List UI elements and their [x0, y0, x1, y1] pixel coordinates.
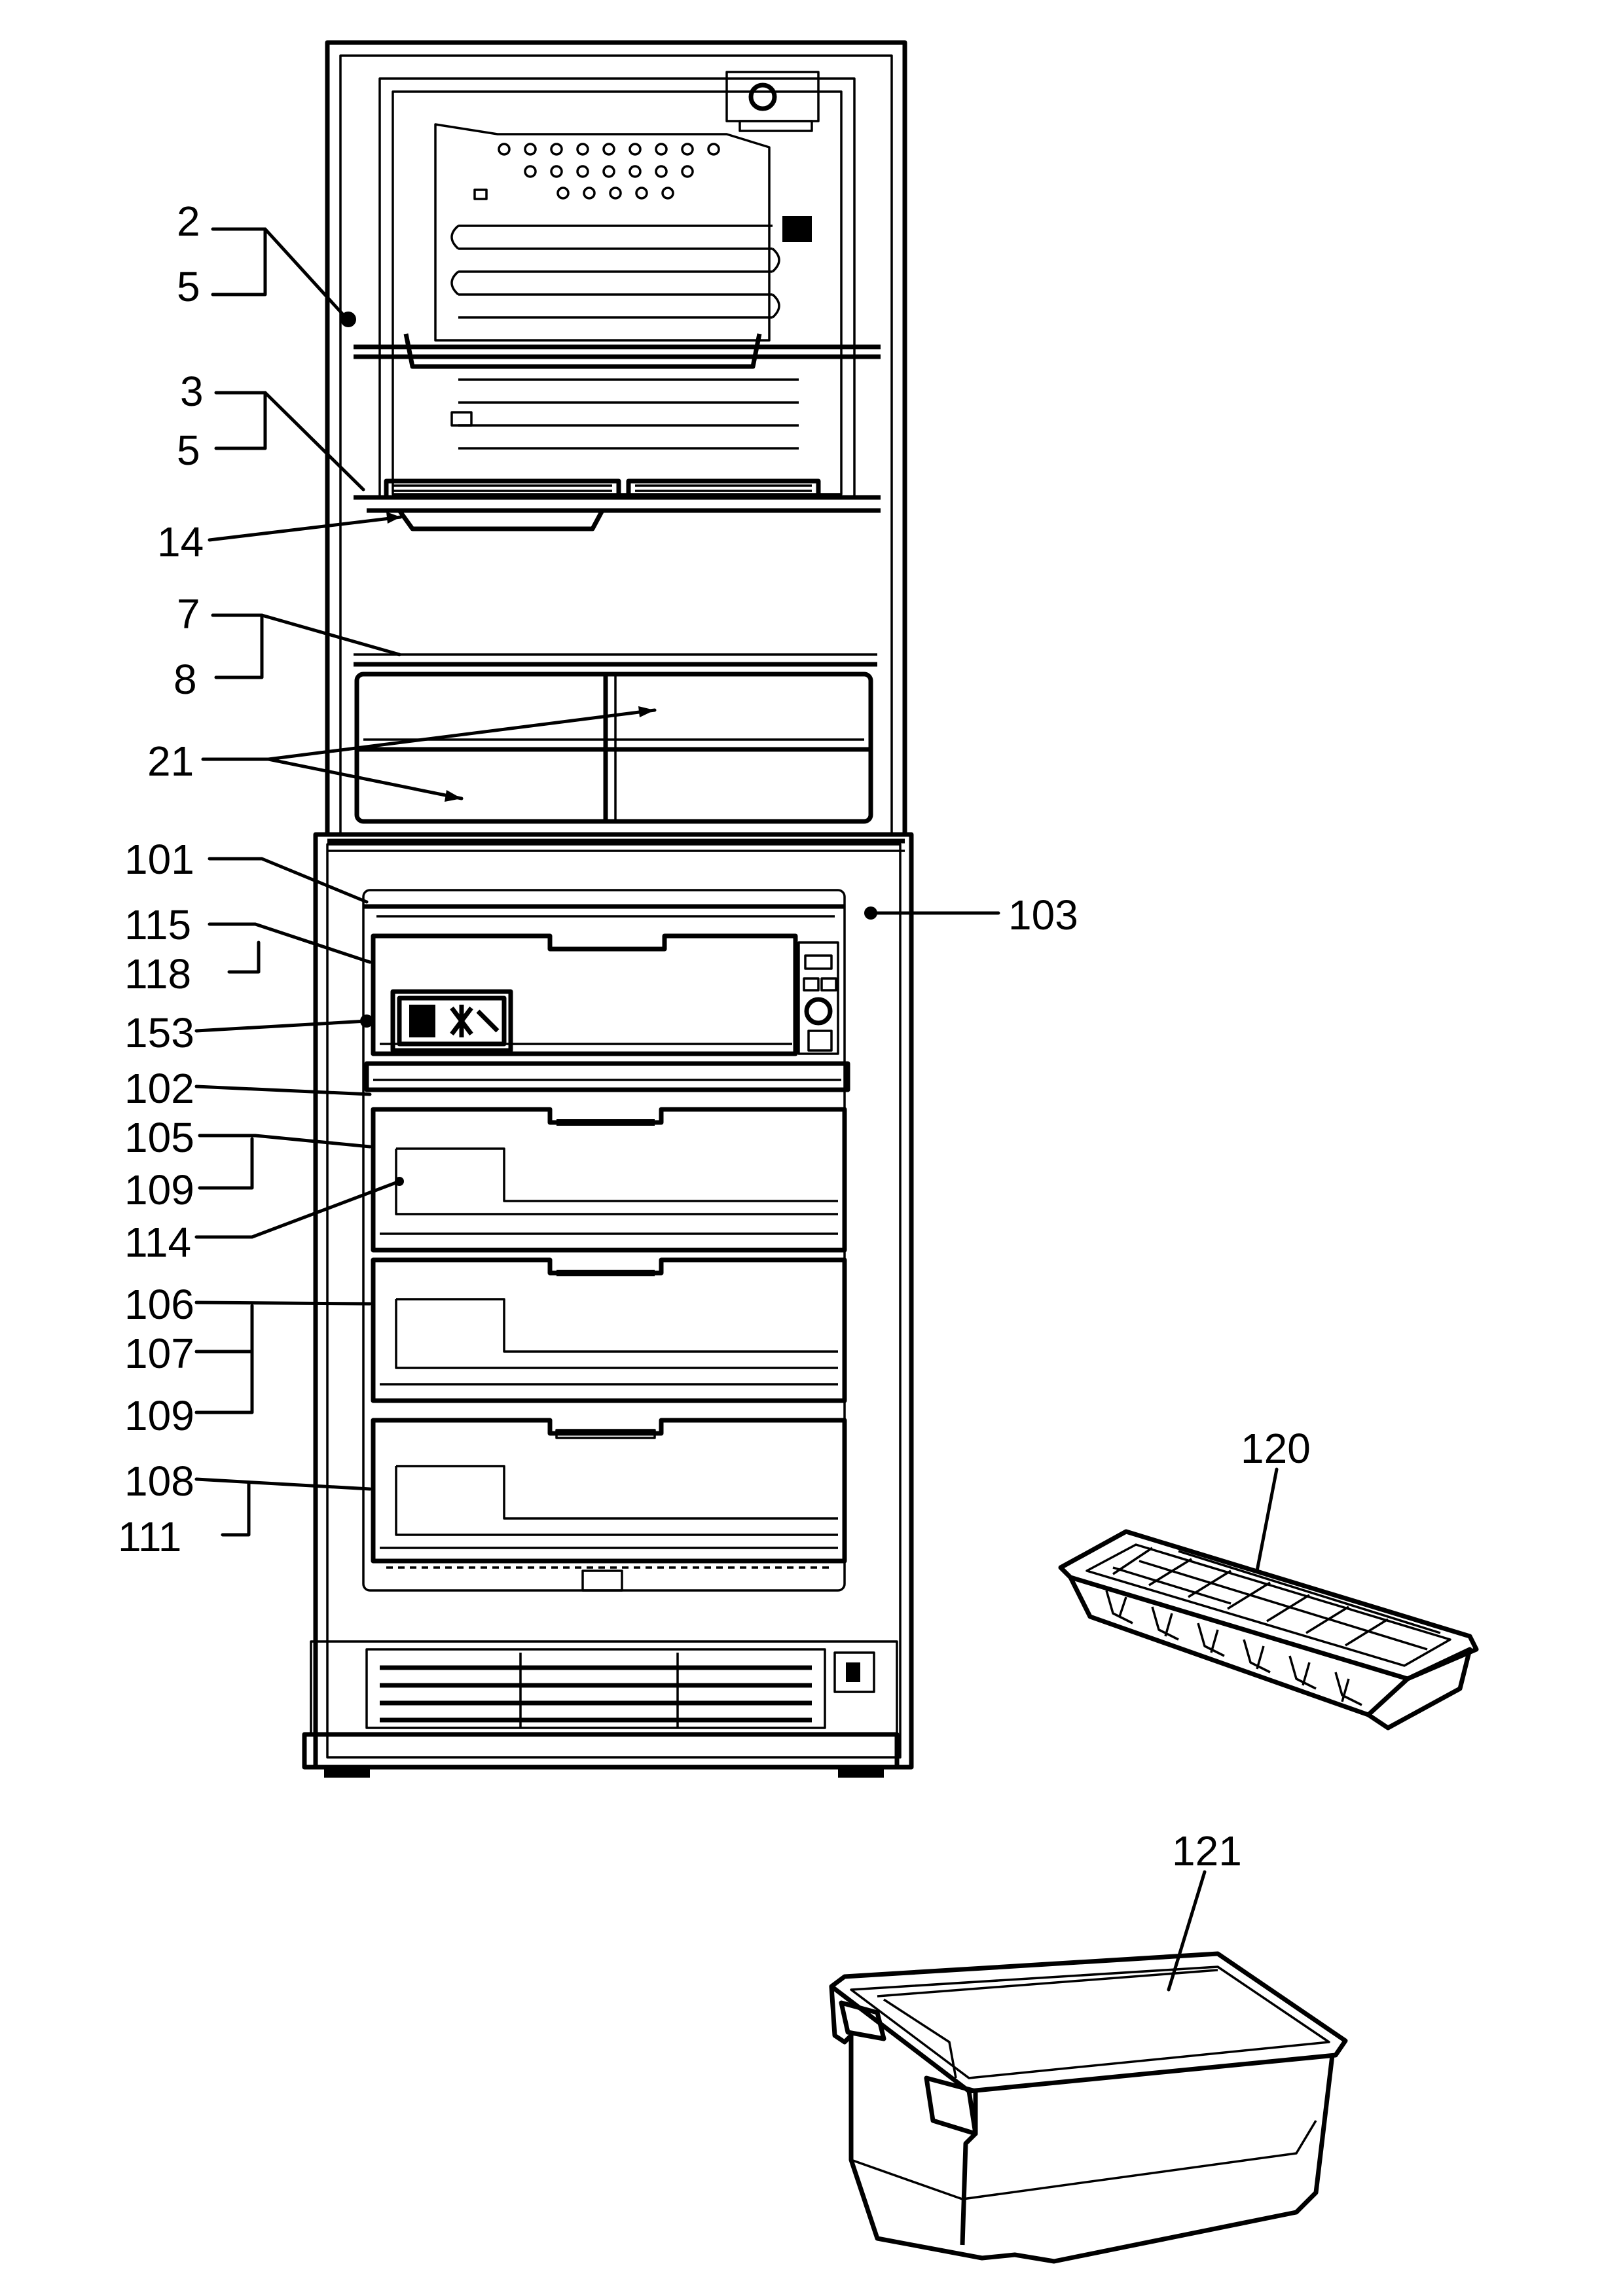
glass-shelf [364, 1061, 850, 1092]
label-101: 101 [124, 836, 194, 883]
drawer-4 [371, 1418, 847, 1592]
label-107: 107 [124, 1330, 194, 1377]
freezer-bins [354, 672, 873, 824]
label-7: 7 [177, 590, 200, 637]
label-114: 114 [124, 1219, 191, 1266]
label-108: 108 [124, 1458, 194, 1505]
label-153: 153 [124, 1009, 194, 1056]
label-102: 102 [124, 1065, 194, 1112]
label-118: 118 [124, 950, 191, 997]
label-106: 106 [124, 1281, 194, 1328]
label-109-lower: 109 [124, 1392, 194, 1439]
label-5-lower: 5 [177, 427, 200, 474]
crisper-drawer-top [371, 933, 839, 1056]
label-14: 14 [157, 518, 204, 565]
label-109-upper: 109 [124, 1166, 194, 1213]
label-120: 120 [1241, 1425, 1311, 1472]
ice-tray [1058, 1529, 1479, 1731]
drawer-2 [371, 1107, 847, 1253]
leader-lines [194, 227, 1279, 1992]
storage-bin [829, 1951, 1348, 2264]
label-103: 103 [1008, 891, 1078, 939]
label-21: 21 [147, 738, 194, 785]
label-3: 3 [180, 368, 204, 415]
callout-labels: 2 5 3 5 14 7 8 21 101 103 115 118 153 10… [118, 198, 1311, 1874]
label-2: 2 [177, 198, 200, 245]
light-unit [390, 989, 513, 1053]
label-8: 8 [173, 656, 197, 703]
freezer-rear-panel [434, 123, 812, 342]
drawer-3 [371, 1257, 847, 1403]
label-121: 121 [1172, 1827, 1242, 1874]
label-115: 115 [124, 901, 191, 948]
label-111: 111 [118, 1513, 181, 1560]
freezer-compartment [327, 71, 905, 852]
freezer-shelf-upper [340, 312, 881, 369]
evaporator-coil [450, 224, 799, 450]
freezer-shelf-lower [354, 478, 881, 500]
label-5-upper: 5 [177, 263, 200, 310]
kickplate-grille [365, 1648, 875, 1729]
fresh-food-compartment [362, 889, 850, 1592]
refrigerator-cabinet [302, 40, 914, 1778]
label-105: 105 [124, 1114, 194, 1161]
